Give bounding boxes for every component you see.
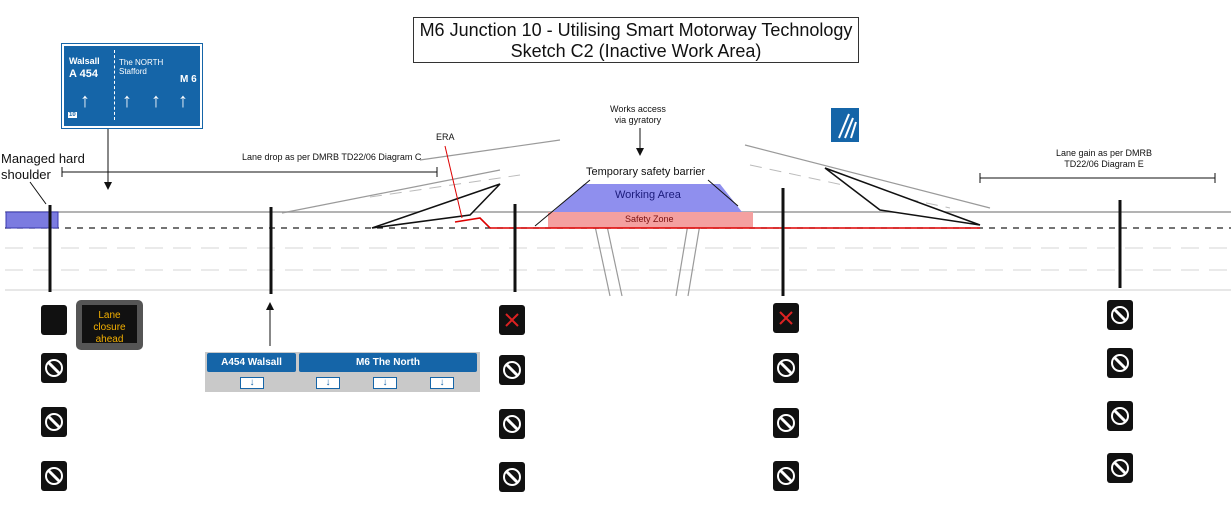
lane-signal-nsl	[41, 407, 67, 437]
advance-direction-sign: Walsall A 454 The NORTH Stafford M 6 ↑ ↑…	[62, 44, 202, 128]
exit-hatching	[371, 183, 501, 229]
lane-signal-nsl	[499, 355, 525, 385]
entry-hatching	[824, 167, 981, 226]
exit-slip-mid	[369, 174, 521, 198]
down-arrow-icon: ↓	[373, 377, 397, 389]
sign-right-dest-1: The NORTH	[119, 58, 164, 67]
era-pointer	[444, 145, 463, 219]
vms-line-1: Lane closure	[93, 310, 126, 333]
up-arrow-icon: ↑	[178, 90, 188, 112]
sign-left-dest: Walsall	[69, 56, 100, 66]
up-arrow-icon: ↑	[122, 90, 132, 112]
working-area-label: Working Area	[615, 189, 681, 201]
variable-message-sign: Lane closure ahead	[76, 300, 143, 350]
working-area-right	[704, 184, 742, 212]
gantry-left-label: A454 Walsall	[207, 353, 296, 372]
exit-slip-inner	[281, 169, 501, 214]
sign-divider	[114, 50, 116, 120]
gantry-right-label: M6 The North	[299, 353, 477, 372]
lane-signal-red-x	[499, 305, 525, 335]
up-arrow-icon: ↑	[80, 90, 90, 112]
lane-signal-nsl	[41, 353, 67, 383]
lane-signal-nsl	[1107, 348, 1133, 378]
managed-hard-shoulder	[5, 211, 59, 229]
barrier-pointer-left	[534, 179, 591, 227]
junction-number: 10	[68, 112, 77, 118]
lane-signal-nsl	[499, 462, 525, 492]
down-arrow-icon: ↓	[316, 377, 340, 389]
lane-signal-nsl	[499, 409, 525, 439]
working-area	[553, 184, 600, 212]
lane-drop-label: Lane drop as per DMRB TD22/06 Diagram C	[242, 152, 422, 162]
vms-screen: Lane closure ahead	[82, 305, 137, 345]
barrier-pointer-right	[707, 179, 739, 207]
down-arrow-icon: ↓	[240, 377, 264, 389]
lane-signal-red-x	[773, 303, 799, 333]
works-access-label: Works access via gyratory	[610, 104, 666, 125]
lane-signal-blank	[41, 305, 67, 335]
up-arrow-icon: ↑	[151, 90, 161, 112]
lane-signal-nsl	[1107, 401, 1133, 431]
lane-signal-nsl	[773, 461, 799, 491]
lane-signal-nsl	[1107, 300, 1133, 330]
diagram-title-box: M6 Junction 10 - Utilising Smart Motorwa…	[413, 17, 859, 63]
managed-hard-shoulder-label: Managed hard shoulder	[1, 151, 85, 182]
vms-line-2: ahead	[95, 334, 124, 345]
lane-gain-sign	[831, 108, 859, 142]
sign-right-road: M 6	[180, 74, 197, 85]
lane-signal-nsl	[41, 461, 67, 491]
entry-slip-outer	[744, 144, 991, 209]
diagram-title: M6 Junction 10 - Utilising Smart Motorwa…	[419, 20, 853, 40]
lane-signal-nsl	[1107, 453, 1133, 483]
era-label: ERA	[436, 132, 455, 142]
temporary-barrier-label: Temporary safety barrier	[586, 166, 706, 178]
sign-left-road: A 454	[69, 68, 98, 80]
working-area-main	[600, 184, 704, 212]
safety-zone-label: Safety Zone	[625, 214, 674, 224]
hard-shoulder-pointer	[29, 181, 47, 205]
diagram-subtitle: Sketch C2 (Inactive Work Area)	[510, 41, 762, 61]
temporary-barrier	[454, 217, 980, 229]
lane-gain-label: Lane gain as per DMRB TD22/06 Diagram E	[1056, 148, 1153, 169]
lane-signal-nsl	[773, 408, 799, 438]
sign-right-dest-2: Stafford	[119, 67, 147, 76]
exit-slip-outer	[419, 139, 561, 161]
safety-zone	[548, 212, 753, 228]
down-arrow-icon: ↓	[430, 377, 454, 389]
lane-signal-nsl	[773, 353, 799, 383]
